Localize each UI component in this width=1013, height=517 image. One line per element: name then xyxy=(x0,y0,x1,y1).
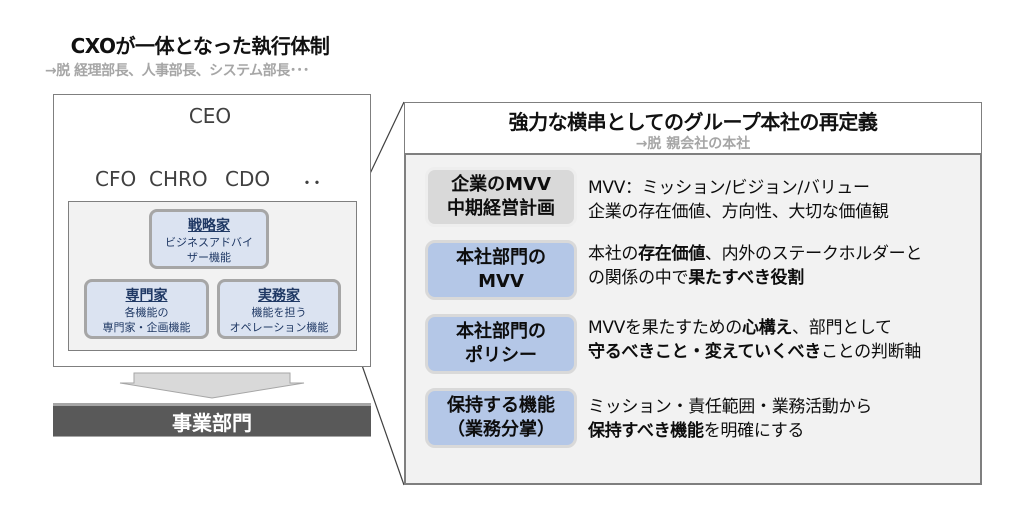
hq-mvv-desc-1: 本社の存在価値、内外のステークホルダーと xyxy=(588,244,923,264)
specialist-desc-2: 専門家・企画機能 xyxy=(102,321,191,334)
retained-functions-box-line-2: （業務分掌） xyxy=(447,419,555,440)
retained-functions-desc-1: ミッション・責任範囲・業務活動から xyxy=(588,397,872,417)
strategist-title: 戦略家 xyxy=(188,218,230,234)
retained-functions-desc-2: 保持すべき機能を明確にする xyxy=(588,421,805,441)
hq-policy-desc-2: 守るべきこと・変えていくべきことの判断軸 xyxy=(588,342,921,362)
practitioner-desc-1: 機能を担う xyxy=(251,306,307,319)
cdo-label: CDO xyxy=(225,167,271,191)
mvv-box-line-2: 中期経営計画 xyxy=(447,198,555,219)
hq-mvv-desc-2: の関係の中で果たすべき役割 xyxy=(588,268,804,288)
strategist-desc-2: ザー機能 xyxy=(187,251,231,264)
hq-policy-box-line-1: 本社部門の xyxy=(456,321,546,342)
strategist-desc-1: ビジネスアドバイ xyxy=(165,236,253,249)
business-units-bar: 事業部門 xyxy=(53,403,371,437)
chro-label: CHRO xyxy=(149,167,208,191)
left-title: CXOが一体となった執行体制 xyxy=(70,34,330,58)
retained-functions-box: 保持する機能 （業務分掌） xyxy=(425,388,577,448)
ceo-label: CEO xyxy=(188,104,232,128)
specialist-box: 専門家 各機能の 専門家・企画機能 xyxy=(84,279,209,339)
strategist-box: 戦略家 ビジネスアドバイ ザー機能 xyxy=(149,209,269,269)
hq-mvv-box-line-1: 本社部門の xyxy=(456,247,546,268)
right-subtitle: →脱 親会社の本社 xyxy=(635,136,751,152)
specialist-title: 専門家 xyxy=(125,288,168,304)
specialist-desc-1: 各機能の xyxy=(124,306,169,319)
hq-mvv-box: 本社部門の MVV xyxy=(425,240,577,300)
right-title: 強力な横串としてのグループ本社の再定義 xyxy=(508,110,878,134)
mvv-desc-1: MVV：ミッション/ビジョン/バリュー xyxy=(588,178,870,198)
practitioner-desc-2: オペレーション機能 xyxy=(229,321,329,334)
practitioner-box: 実務家 機能を担う オペレーション機能 xyxy=(217,279,341,339)
cfo-label: CFO xyxy=(95,167,137,191)
hq-mvv-box-line-2: MVV xyxy=(478,271,524,292)
mvv-box-line-1: 企業のMVV xyxy=(451,174,551,195)
hq-policy-box: 本社部門の ポリシー xyxy=(425,314,577,374)
left-subtitle: →脱 経理部長、人事部長、システム部長･･･ xyxy=(45,63,310,79)
ellipsis-label: ･･ xyxy=(302,171,322,195)
redefinition-header xyxy=(405,103,981,155)
mvv-desc-2: 企業の存在価値、方向性、大切な価値観 xyxy=(588,202,889,222)
hq-policy-box-line-2: ポリシー xyxy=(465,345,537,366)
practitioner-title: 実務家 xyxy=(258,288,300,304)
mvv-box: 企業のMVV 中期経営計画 xyxy=(425,167,577,227)
hq-policy-desc-1: MVVを果たすための心構え、部門として xyxy=(588,318,892,338)
retained-functions-box-line-1: 保持する機能 xyxy=(447,395,555,416)
